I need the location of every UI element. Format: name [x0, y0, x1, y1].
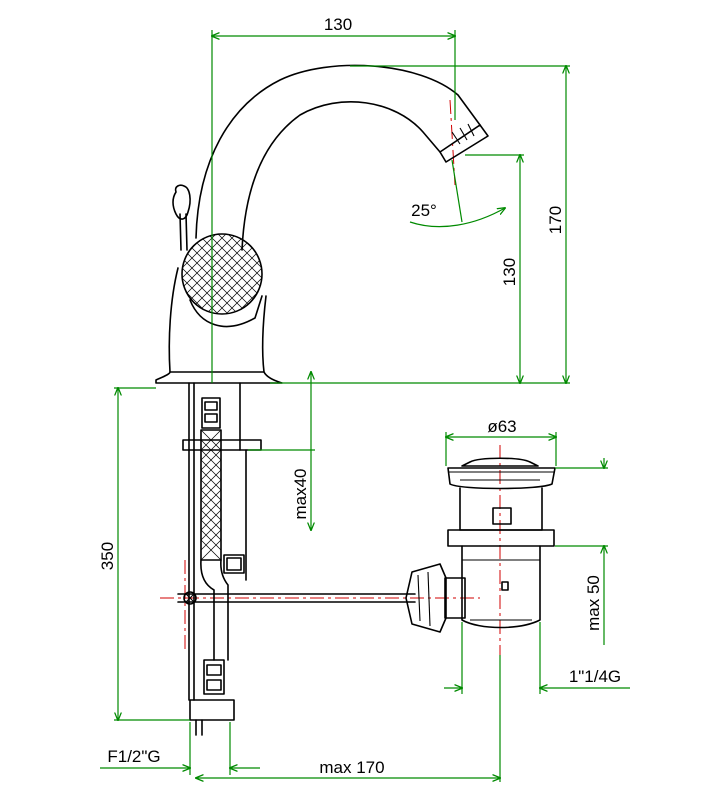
pop-up-waste	[405, 457, 556, 633]
center-lines	[160, 99, 501, 655]
rod-length-label: max 170	[319, 758, 384, 777]
fixing-depth-label: max40	[291, 468, 310, 519]
inlet-thread-label: F1/2"G	[107, 747, 160, 766]
total-height-label: 170	[546, 206, 565, 234]
dimension-lines	[100, 30, 630, 782]
spout-reach-label: 130	[324, 15, 352, 34]
spout-height-label: 130	[500, 258, 519, 286]
pop-up-rod	[177, 591, 416, 605]
dimension-labels: 130 170 130 25° max40 350 ø63 max 50 1"1…	[98, 15, 621, 777]
waste-thread-label: 1"1/4G	[569, 667, 621, 686]
faucet-body	[155, 64, 489, 384]
waste-adjust-label: max 50	[584, 575, 603, 631]
supply-hoses	[182, 382, 262, 736]
waste-diameter-label: ø63	[487, 417, 516, 436]
spout-angle-label: 25°	[411, 201, 437, 220]
hose-length-label: 350	[98, 542, 117, 570]
